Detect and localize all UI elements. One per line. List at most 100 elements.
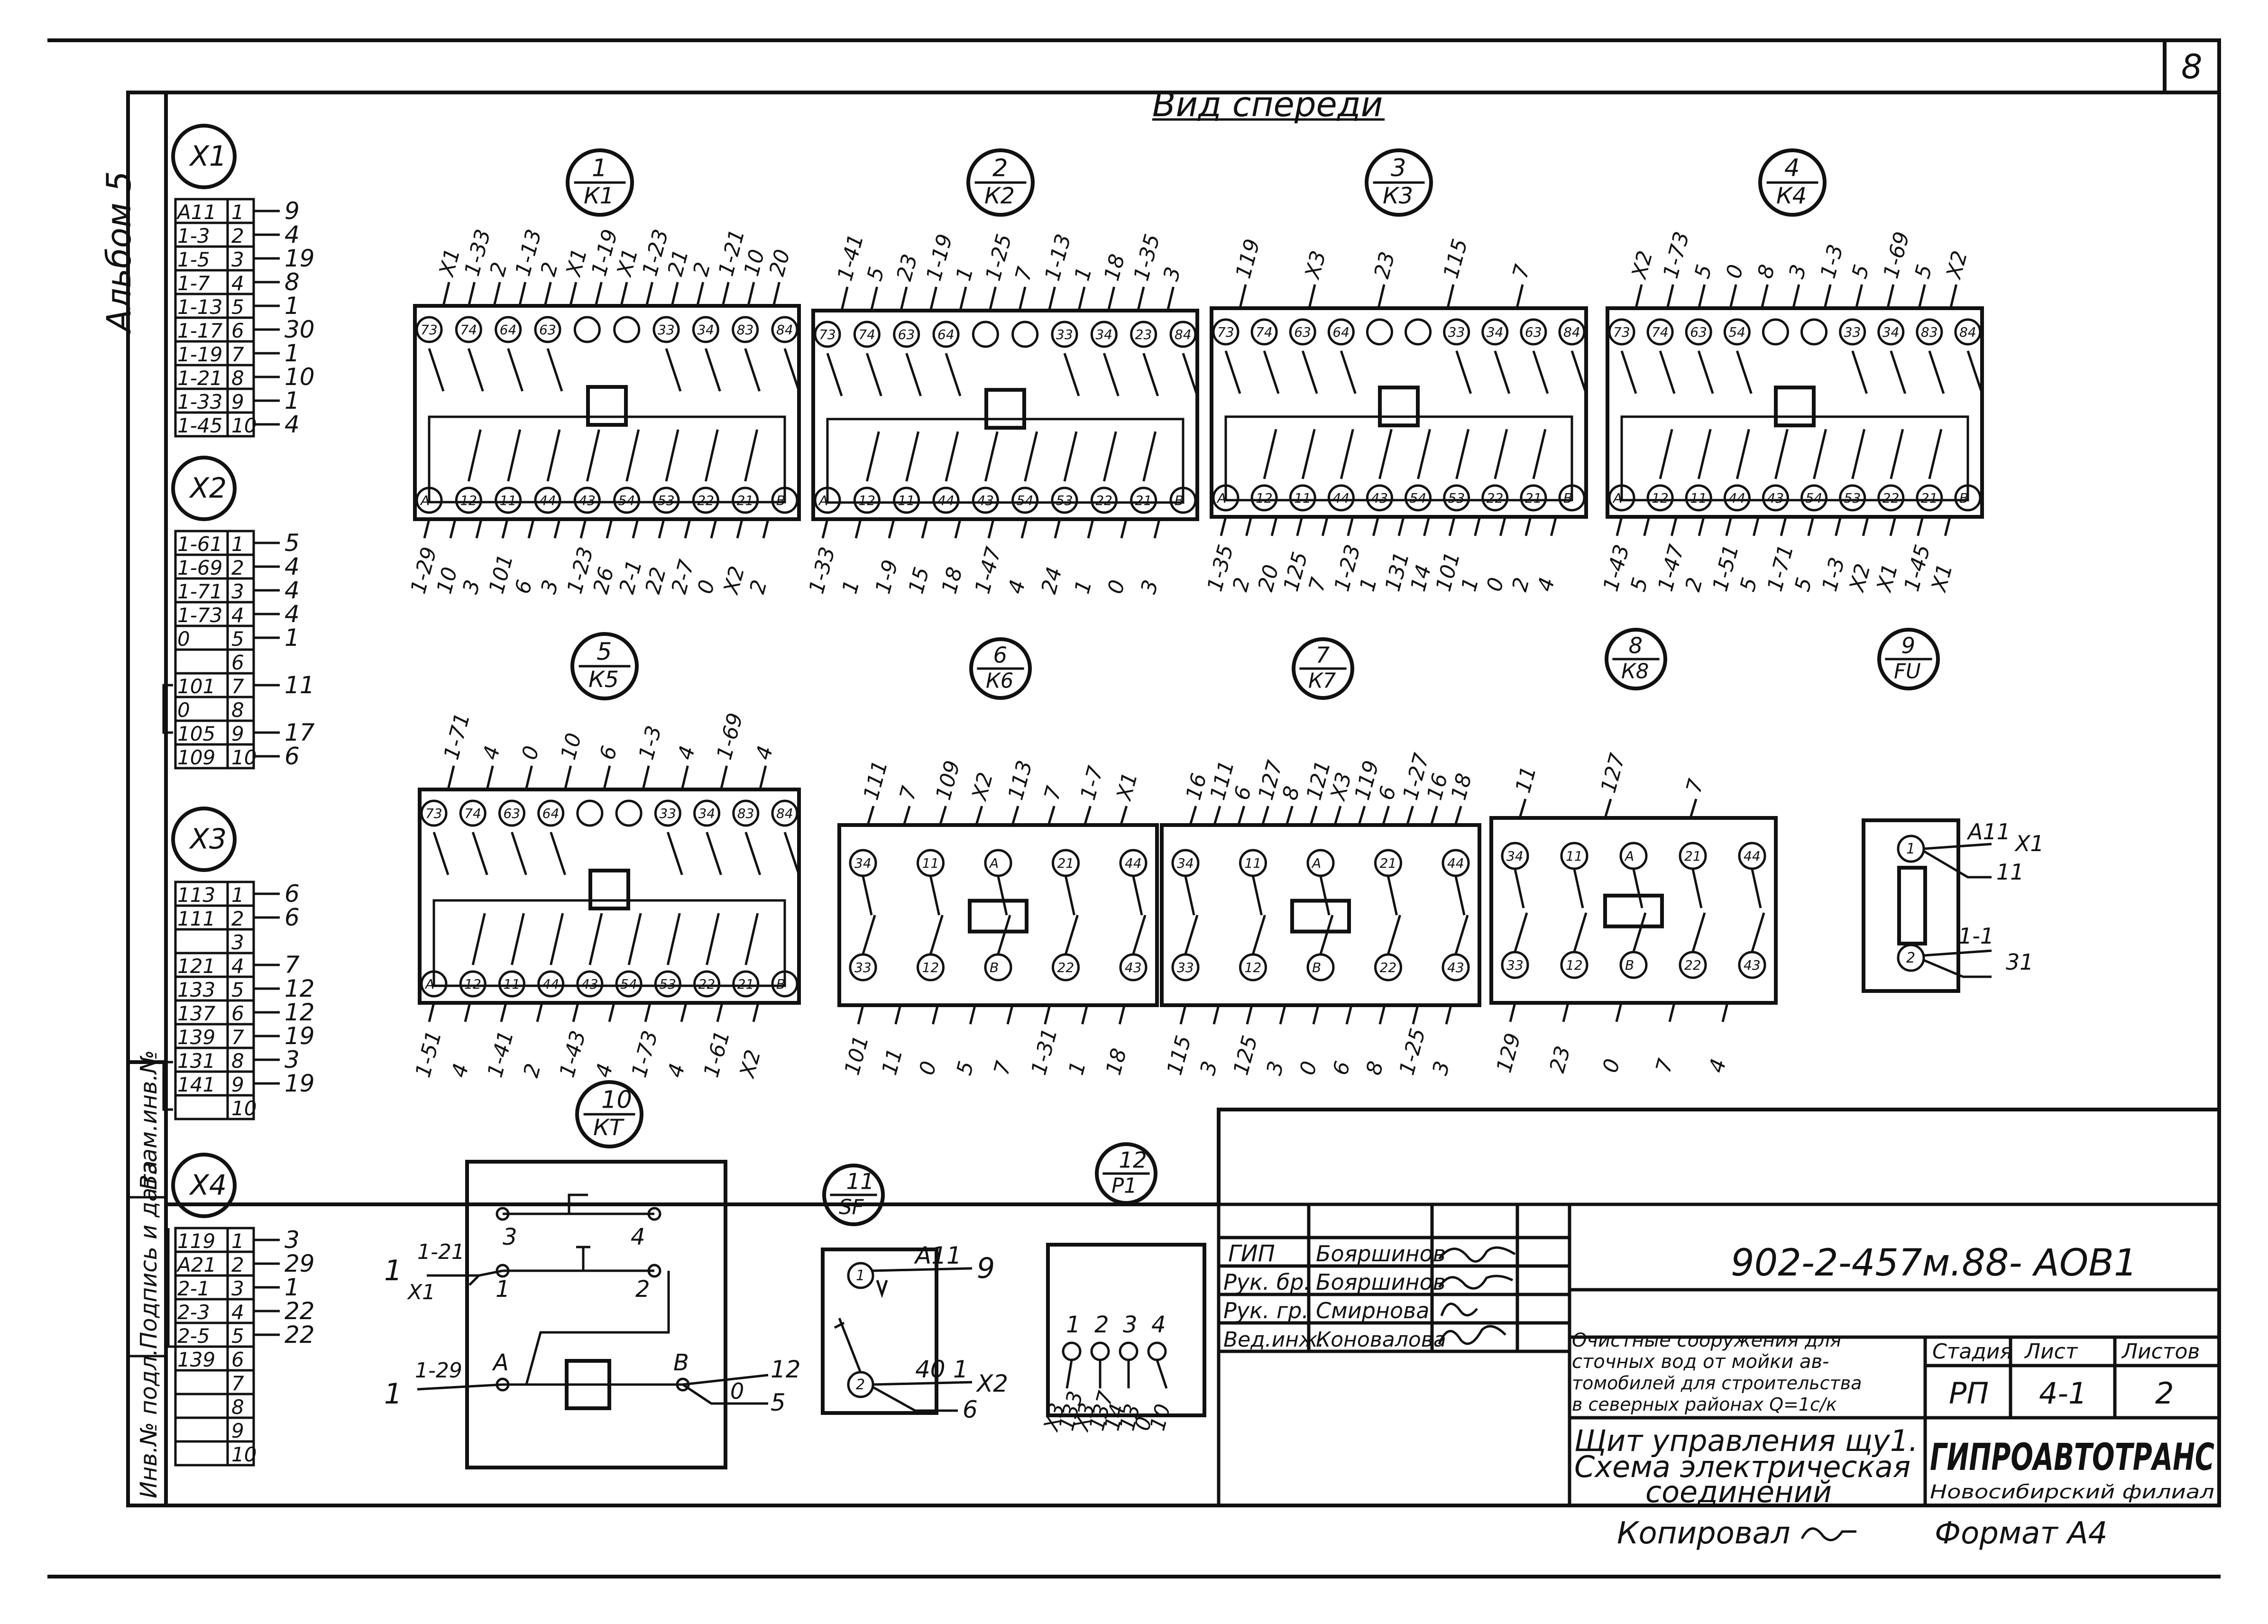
device-к2-no-contact — [905, 431, 920, 482]
device-к1-top-wire-label: 2 — [536, 260, 563, 279]
device-к1-nc-contact — [467, 348, 484, 392]
device-к6-top-terminal — [1052, 849, 1080, 877]
device-к1-nc-contact — [704, 348, 721, 392]
device-к6-bottom-wire-label: 18 — [1102, 1046, 1132, 1078]
device-к4-bottom-wire-label: 5 — [1735, 575, 1763, 594]
device-к2-bottom-terminal — [972, 486, 999, 514]
device-к4-no-contact — [1813, 429, 1827, 479]
device-к6-label-code: К6 — [986, 669, 1013, 693]
terminal-number: 3 — [231, 1277, 244, 1300]
device-к5-bottom-terminal-label: А — [424, 976, 434, 992]
device-fu-terminal-2 — [1897, 944, 1925, 972]
device-fu-wire-label: 31 — [2006, 949, 2034, 975]
device-к7-bottom-wire — [1212, 1005, 1220, 1025]
device-к3-bottom-terminal-label: 21 — [1525, 490, 1542, 506]
device-к1-bottom-wire-label: 0 — [693, 578, 720, 596]
device-к4-bottom-wire — [1862, 516, 1869, 536]
device-к4-top-terminal — [1877, 318, 1905, 346]
device-к1-bottom-terminal-label: В — [776, 493, 785, 508]
device-к6-top-wire-label: 111 — [859, 758, 892, 803]
device-к3-no-contact — [1455, 429, 1470, 479]
device-к1-contact-block — [428, 415, 786, 504]
terminal-jumper-x3 — [162, 1061, 173, 1111]
terminal-label-x1-circle — [171, 124, 237, 189]
device-к3-bottom-wire — [1321, 516, 1329, 536]
device-к4-bottom-wire — [1616, 516, 1623, 536]
device-к1-top-wire-label: 20 — [765, 247, 795, 279]
device-к2-coil — [984, 388, 1026, 430]
device-к7-coil — [1290, 899, 1351, 934]
device-к6-bottom-terminal — [917, 953, 945, 982]
album-label: Альбом 5 — [100, 171, 138, 334]
device-к1-top-terminal — [534, 316, 561, 343]
terminal-destination: 12 — [285, 999, 315, 1026]
terminal-number: 8 — [231, 1049, 244, 1073]
terminal-label-x3: X3 — [171, 807, 237, 872]
terminal-number: 3 — [231, 248, 244, 271]
device-kt-body — [465, 1160, 727, 1469]
device-к4-top-wire-label: 3 — [1784, 262, 1811, 281]
device-к5-top-terminal-label: 33 — [659, 806, 676, 821]
terminal-destination: 7 — [285, 951, 300, 979]
device-к5-top-wire — [680, 765, 689, 790]
device-к6-bottom-wire — [894, 1005, 902, 1025]
device-к8-label-circle — [1605, 628, 1667, 690]
terminal-destination: 19 — [285, 245, 315, 272]
device-к3-top-terminal — [1289, 318, 1316, 346]
device-к2-bottom-terminal-label: 11 — [898, 493, 915, 508]
device-к6-top-wire-label: 109 — [931, 758, 965, 803]
device-sf-wire-label: Х2 — [975, 1370, 1008, 1397]
device-к3-top-terminal-label: 63 — [1294, 324, 1311, 340]
device-к7-top-wire — [1333, 806, 1342, 826]
device-к4-top-terminal-label: 33 — [1844, 324, 1861, 340]
device-к1-bottom-terminal — [732, 486, 759, 514]
device-к7-top-terminal-label: 11 — [1245, 855, 1262, 871]
device-к1-bottom-terminal-label: 44 — [539, 493, 556, 508]
device-к4-top-terminal-label: 83 — [1921, 324, 1938, 340]
device-к8-contact — [1691, 912, 1706, 952]
device-к5-bottom-wire-label: 1-41 — [483, 1028, 518, 1080]
device-к3-top-wire-label: 115 — [1439, 237, 1472, 281]
device-к1-bottom-terminal-label: 43 — [578, 493, 596, 508]
device-sf-label-code: SF — [839, 1195, 864, 1219]
device-к5-nc-contact — [550, 832, 567, 875]
device-к1-bottom-wire — [475, 519, 483, 539]
device-к7-contact — [1184, 876, 1195, 916]
device-к6-top-terminal — [917, 849, 945, 877]
device-к1-no-contact — [507, 429, 522, 482]
device-kt-input-wire — [417, 1383, 503, 1391]
terminal-number: 8 — [231, 698, 244, 722]
terminal-wire-label: 133 — [177, 978, 215, 1001]
doc-code: 902-2-457м.88- АОВ1 — [1731, 1242, 2137, 1285]
device-к4-no-contact — [1890, 429, 1904, 479]
device-к5-bottom-wire-label: 1-43 — [555, 1028, 590, 1080]
device-к1-label-number: 1 — [592, 154, 607, 182]
device-к5-label-number: 5 — [597, 638, 612, 666]
terminal-destination: 4 — [285, 553, 300, 580]
device-к8-bottom-terminal-label: В — [1625, 957, 1634, 973]
device-к5-bottom-terminal-label: 44 — [542, 976, 560, 992]
terminal-wire-label: 2-5 — [177, 1324, 210, 1348]
device-к4-bottom-wire — [1698, 516, 1705, 536]
role-brigade-lead: Рук. бр. — [1223, 1269, 1311, 1295]
device-к5-label: 5К5 — [570, 632, 639, 700]
device-sf-terminal-2-label: 2 — [856, 1376, 865, 1393]
device-к5-bottom-terminal — [498, 970, 525, 998]
device-к2-top-wire-label: 1 — [1070, 265, 1097, 284]
sheet-value: 4-1 — [2039, 1376, 2087, 1411]
device-к2-top-terminal-label: 34 — [1095, 327, 1112, 342]
device-к8-top-wire — [1689, 798, 1698, 818]
device-к3-top-terminal — [1520, 318, 1547, 346]
device-к6-top-wire-label: Х1 — [1112, 770, 1143, 803]
device-p1-terminal — [1147, 1341, 1167, 1361]
terminal-destination: 4 — [285, 221, 300, 248]
device-к3-bottom-wire — [1550, 516, 1557, 536]
device-к5-bottom-wire — [500, 1002, 507, 1022]
device-к2-bottom-terminal-label: 22 — [1095, 493, 1112, 508]
device-к5-bottom-terminal-label: 12 — [464, 976, 481, 992]
device-к8-bottom-terminal-label: 12 — [1566, 957, 1583, 973]
terminal-destination: 10 — [285, 363, 315, 391]
device-к3-nc-contact — [1494, 350, 1511, 394]
device-к3-top-wire-label: 23 — [1369, 249, 1400, 281]
